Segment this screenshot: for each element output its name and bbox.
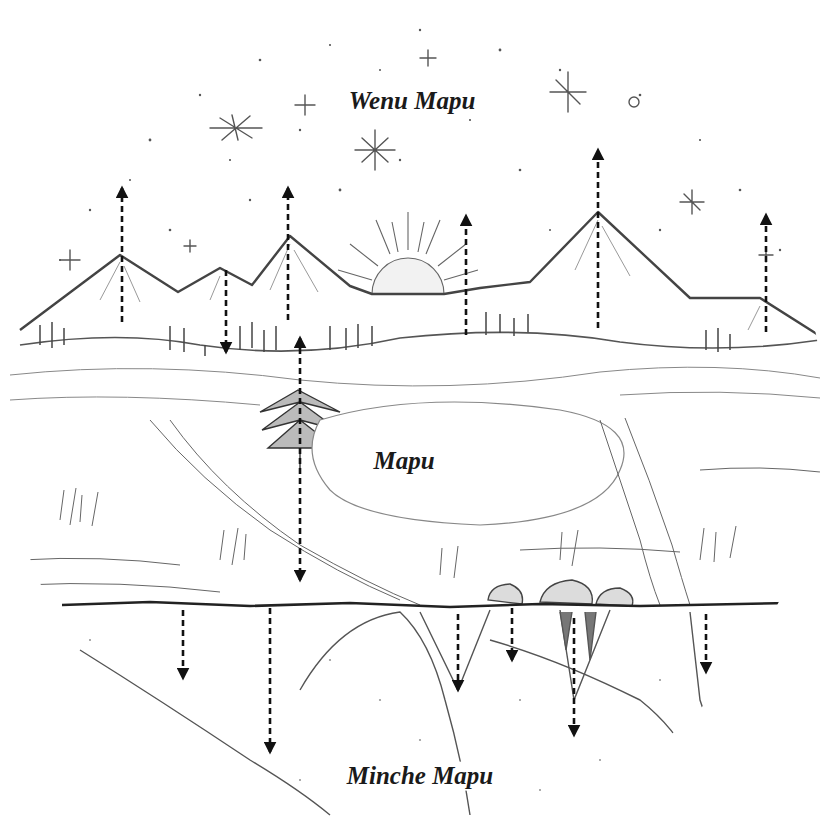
hills <box>20 332 820 351</box>
star-dots <box>59 29 781 261</box>
meadow-lines <box>10 367 820 405</box>
sketch <box>10 29 820 815</box>
sun <box>338 212 478 294</box>
soil-dots <box>89 639 781 801</box>
spirit-arrows <box>122 150 766 752</box>
underground-strata <box>80 610 760 815</box>
grass <box>20 418 820 605</box>
world-label: Minche Mapu <box>343 762 498 791</box>
world-label: Wenu Mapu <box>345 87 480 116</box>
trees <box>40 312 730 356</box>
world-label: Mapu <box>369 447 438 476</box>
rocks <box>488 580 633 606</box>
lake <box>312 402 624 525</box>
mountain-ridge <box>20 212 820 336</box>
mountain-shading <box>100 220 760 330</box>
stars <box>60 50 773 270</box>
ground-line <box>62 602 790 607</box>
